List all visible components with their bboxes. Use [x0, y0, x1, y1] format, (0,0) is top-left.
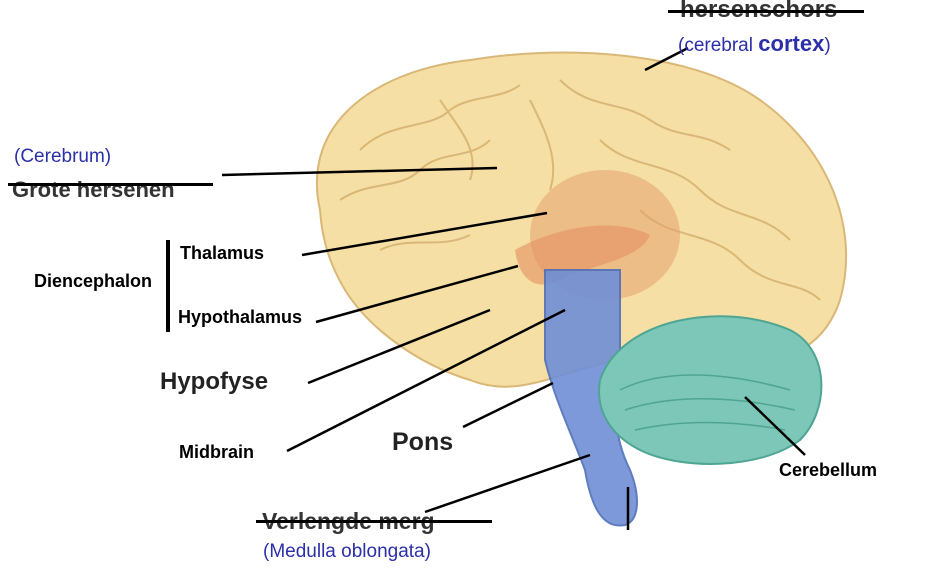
- cerebrum-dutch-label: Grote hersenen: [12, 177, 175, 202]
- cerebellum-label: Cerebellum: [779, 460, 878, 480]
- diencephalon-label: Diencephalon: [34, 271, 153, 291]
- pointer-lines: [221, 46, 806, 530]
- cerebrum-label: (Cerebrum): [14, 146, 112, 167]
- medulla-dutch-strike: [256, 520, 492, 523]
- cortex-main: cortex: [758, 31, 825, 56]
- hypofyse-label: Hypofyse: [160, 368, 269, 395]
- thalamus-label: Thalamus: [180, 243, 265, 263]
- cortex-dutch-strike: [668, 10, 864, 13]
- midbrain-label: Midbrain: [179, 442, 254, 462]
- cortex-suffix: ): [824, 35, 831, 56]
- cerebellum-folia: [619, 374, 796, 431]
- medulla-label: (Medulla oblongata): [263, 541, 431, 562]
- cortex-prefix: (cerebral: [678, 35, 753, 56]
- cortex-label: (cerebral cortex): [678, 31, 831, 57]
- pons-label: Pons: [392, 428, 454, 456]
- cerebrum-dutch-strike: [8, 183, 213, 186]
- hypothalamus-label: Hypothalamus: [178, 307, 303, 327]
